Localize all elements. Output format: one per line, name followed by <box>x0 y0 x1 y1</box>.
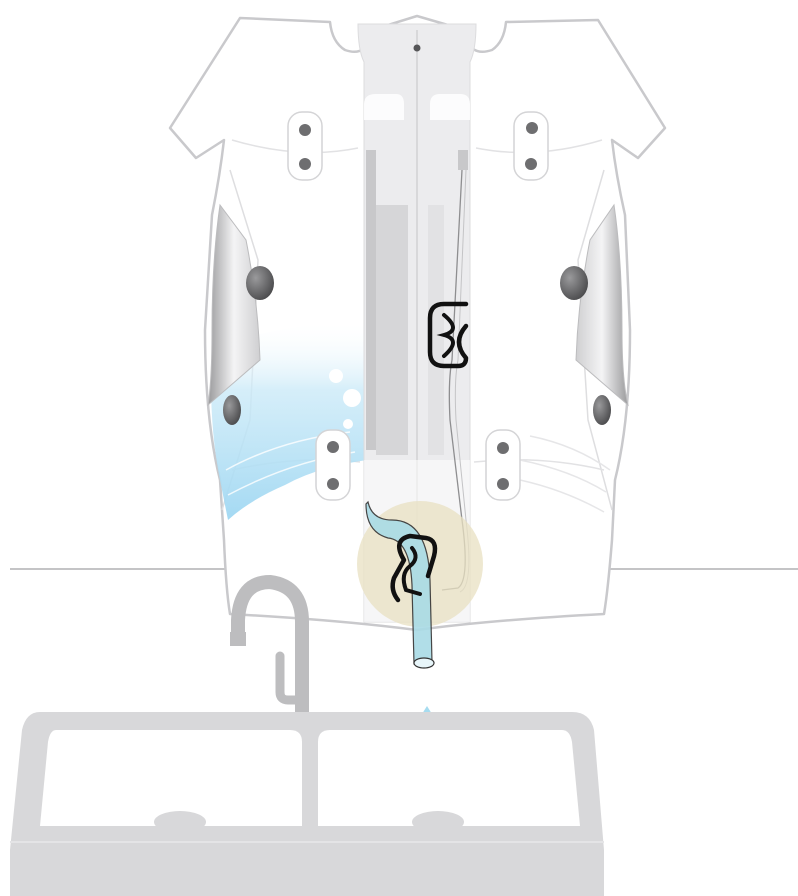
left-upper-snap <box>288 112 322 180</box>
left-channel-tube <box>366 150 376 450</box>
air-bubble <box>343 419 353 429</box>
right-drain <box>412 811 464 833</box>
right-lower-snap <box>486 430 520 500</box>
drain-tube-opening <box>414 658 434 668</box>
right-vent-hole <box>560 266 588 300</box>
right-channel-tube <box>458 150 468 170</box>
left-lower-hole <box>223 395 241 425</box>
air-bubble <box>343 389 361 407</box>
sink <box>10 712 604 896</box>
air-bubble <box>329 369 343 383</box>
sink-basin-left <box>40 730 302 826</box>
top-rivet <box>414 45 421 52</box>
left-drain <box>154 811 206 833</box>
right-lower-hole <box>593 395 611 425</box>
sink-basin-right <box>318 730 580 826</box>
left-channel-inner <box>376 205 408 455</box>
upper-right-pocket <box>430 94 470 120</box>
upper-left-pocket <box>364 94 404 120</box>
right-upper-snap <box>514 112 548 180</box>
left-vent-hole <box>246 266 274 300</box>
left-lower-snap <box>316 430 350 500</box>
faucet-spout-tip <box>230 632 246 646</box>
